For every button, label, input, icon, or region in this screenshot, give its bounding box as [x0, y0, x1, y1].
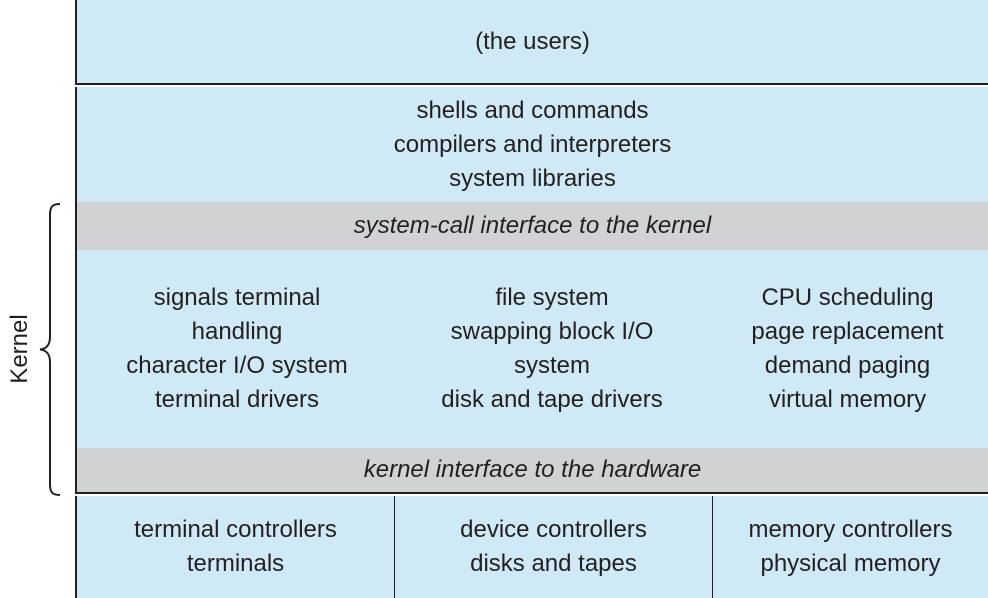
- hardware-column-device: device controllers disks and tapes: [395, 496, 713, 598]
- syscall-interface-layer: system-call interface to the kernel: [75, 202, 988, 250]
- kernel-col1-line-4: terminal drivers: [154, 386, 320, 413]
- hardware-col3-line-2: physical memory: [760, 550, 941, 577]
- users-label: (the users): [475, 27, 590, 55]
- hardware-column-memory: memory controllers physical memory: [713, 496, 988, 598]
- kernel-col1-line-3: character I/O system: [126, 352, 348, 379]
- kernel-col3-line-2: page replacement: [751, 318, 944, 345]
- shells-line-3: system libraries: [449, 164, 616, 192]
- kernel-column-terminal: signals terminal handling character I/O …: [77, 250, 397, 448]
- kernel-col2-line-2: swapping block I/O: [450, 318, 654, 345]
- shells-layer: shells and commands compilers and interp…: [75, 87, 988, 202]
- kernel-col1-line-2: handling: [191, 318, 283, 345]
- users-layer: (the users): [75, 0, 988, 85]
- syscall-interface-label: system-call interface to the kernel: [353, 212, 712, 239]
- kernel-column-filesystem: file system swapping block I/O system di…: [397, 250, 707, 448]
- hardware-interface-label: kernel interface to the hardware: [363, 456, 702, 483]
- hardware-col2-line-2: disks and tapes: [470, 550, 637, 577]
- hardware-column-terminal: terminal controllers terminals: [77, 496, 395, 598]
- hardware-interface-layer: kernel interface to the hardware: [75, 448, 988, 494]
- hardware-col2-line-1: device controllers: [460, 516, 647, 543]
- kernel-col3-line-1: CPU scheduling: [761, 284, 934, 311]
- kernel-col1-line-1: signals terminal: [153, 284, 321, 311]
- hardware-layer: terminal controllers terminals device co…: [75, 496, 988, 598]
- kernel-layer: signals terminal handling character I/O …: [75, 250, 988, 448]
- shells-line-1: shells and commands: [416, 96, 649, 124]
- kernel-side-label: Kernel: [6, 314, 33, 384]
- hardware-col1-line-2: terminals: [186, 550, 285, 577]
- kernel-col3-line-3: demand paging: [764, 352, 931, 379]
- kernel-col2-line-4: disk and tape drivers: [441, 386, 663, 413]
- kernel-col2-line-1: file system: [495, 284, 609, 311]
- kernel-brace: [39, 203, 61, 496]
- hardware-col1-line-1: terminal controllers: [134, 516, 337, 543]
- kernel-col3-line-4: virtual memory: [768, 386, 927, 413]
- shells-line-2: compilers and interpreters: [393, 130, 672, 158]
- kernel-column-memory: CPU scheduling page replacement demand p…: [707, 250, 988, 448]
- hardware-col3-line-1: memory controllers: [748, 516, 953, 543]
- kernel-col2-line-3: system: [513, 352, 590, 379]
